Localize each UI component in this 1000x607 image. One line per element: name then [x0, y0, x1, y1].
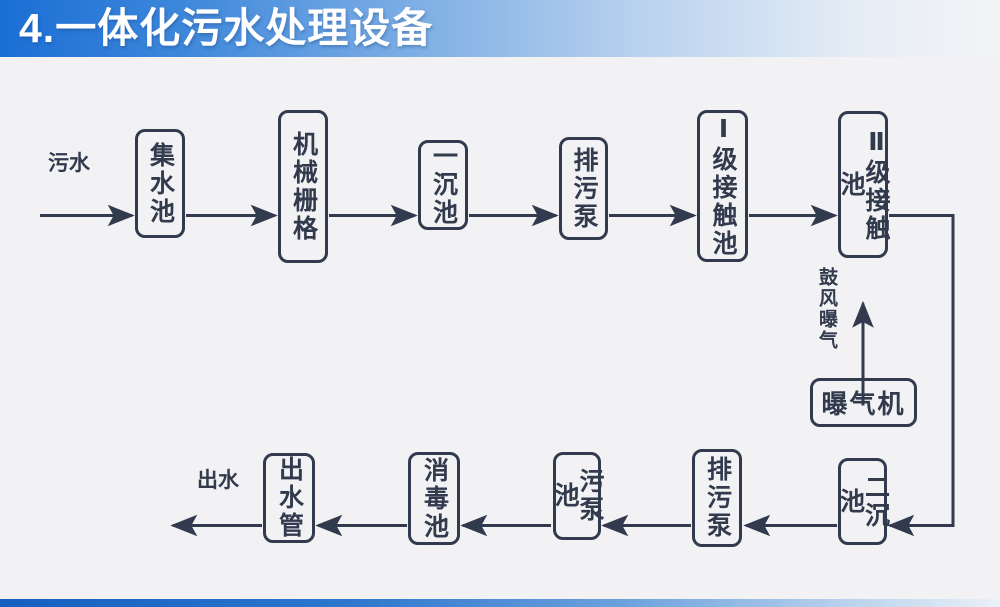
outflow-label: 出水	[197, 469, 239, 492]
node-secondary-sedimentation-tank: 二沉池	[837, 458, 890, 545]
node-level-2-contact-tank: Ⅱ级接触池	[837, 111, 890, 258]
arrow-level2-to-secondary	[887, 214, 955, 537]
aeration-label: 鼓风曝气	[816, 267, 837, 351]
flow-diagram: 污水 出水 鼓风曝气 集水池 机械栅格 一沉池 排污泵 Ⅰ级接触池 Ⅱ级接触池 …	[0, 57, 1000, 599]
node-disinfection-tank: 消毒池	[408, 452, 460, 545]
inflow-label: 污水	[48, 152, 90, 175]
node-level-1-contact-tank: Ⅰ级接触池	[697, 110, 748, 262]
node-sewage-pump-top: 排污泵	[559, 137, 608, 240]
node-sewage-pump-bottom: 排污泵	[692, 449, 742, 547]
bottom-accent-bar	[0, 599, 1000, 607]
node-sludge-pump-tank: 污泵池	[551, 452, 604, 540]
node-aerator: 曝气机	[810, 378, 917, 427]
node-mechanical-grid: 机械栅格	[278, 110, 328, 263]
node-collection-tank: 集水池	[135, 129, 185, 238]
node-outlet-pipe: 出水管	[263, 453, 315, 543]
node-primary-sedimentation-tank: 一沉池	[418, 140, 468, 230]
slide-title: 4.一体化污水处理设备	[19, 5, 434, 51]
title-banner: 4.一体化污水处理设备	[0, 0, 1000, 57]
